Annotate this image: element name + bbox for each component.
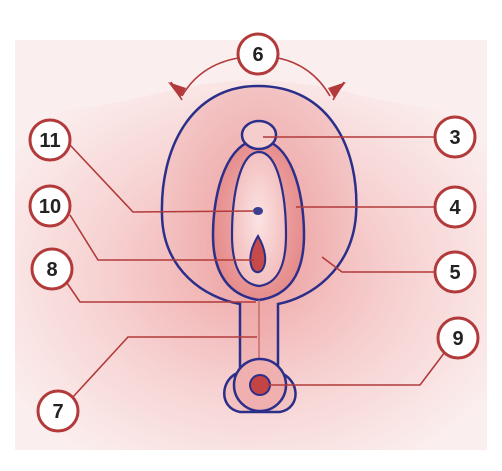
leader-11: [69, 144, 255, 213]
callout-7: 7: [36, 389, 80, 433]
leader-6-right: [277, 57, 331, 97]
arrowhead-left: [168, 82, 186, 98]
urethral-opening: [253, 207, 263, 215]
leader-8: [66, 282, 256, 303]
callout-10-label: 10: [39, 196, 61, 218]
leader-6-left: [181, 57, 239, 97]
callout-6: 6: [236, 32, 280, 76]
leader-5: [321, 256, 434, 273]
callout-5: 5: [433, 250, 477, 294]
callout-11-label: 11: [39, 130, 60, 152]
leader-9: [268, 347, 449, 386]
callout-9: 9: [436, 316, 480, 360]
callout-9-label: 9: [452, 328, 463, 350]
callout-3: 3: [433, 115, 477, 159]
callout-5-label: 5: [449, 262, 460, 284]
vaginal-opening: [249, 234, 267, 274]
callout-11: 11: [28, 118, 72, 162]
callout-6-label: 6: [252, 44, 263, 66]
callout-4-label: 4: [449, 197, 461, 219]
callout-7-label: 7: [52, 401, 63, 423]
callout-3-label: 3: [449, 127, 460, 149]
callout-4: 4: [433, 185, 477, 229]
clitoral-hood: [240, 119, 278, 151]
callout-8-label: 8: [46, 259, 57, 281]
callout-10: 10: [28, 184, 72, 228]
vestibule-outline: [230, 150, 288, 288]
leader-7: [71, 336, 257, 399]
anus-inner: [249, 374, 271, 396]
arrowhead-right: [328, 82, 346, 98]
leader-10: [69, 214, 254, 261]
callout-8: 8: [30, 247, 74, 291]
upper-skin-band: [15, 40, 487, 111]
